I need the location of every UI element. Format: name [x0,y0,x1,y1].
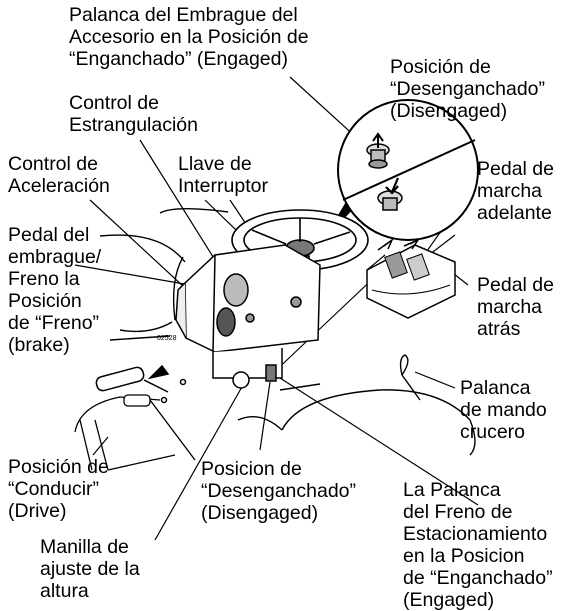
label-line: Accesorio en la Posición de [69,26,309,48]
label-line: Manilla de [40,536,129,558]
label-choke-control: Control de Estrangulación [69,92,198,136]
reverse-pedal-icon [406,253,430,281]
label-line: Pedal de [477,158,554,180]
label-line: (Drive) [8,500,67,522]
label-line: Posición [8,290,82,312]
forward-pedal-icon [384,251,408,279]
label-line: ajuste de la [40,558,140,580]
label-line: de mando [460,399,547,421]
label-line: Control de [8,153,98,175]
height-adjust-knob-icon [232,371,250,389]
label-reverse-pedal: Pedal de marcha atrás [477,274,554,340]
label-line: Posición de [8,456,109,478]
label-line: Aceleración [8,175,110,197]
label-line: altura [40,580,89,602]
choke-knob-icon [223,273,249,307]
label-line: Control de [69,92,159,114]
label-line: crucero [460,421,526,443]
label-ignition-key: Llave de Interruptor [178,153,268,197]
label-line: (Disengaged) [390,100,508,122]
label-forward-pedal: Pedal de marcha adelante [477,158,554,224]
label-line: Pedal del [8,224,90,246]
clutch-brake-lever [95,364,187,404]
label-throttle-control: Control de Aceleración [8,153,110,197]
label-line: (Disengaged) [201,502,319,524]
label-line: Estacionamiento [403,523,548,545]
label-line: Palanca del Embrague del [69,4,298,26]
knob-disengaged-icon [377,177,403,211]
label-line: “Desenganchado” [390,78,546,100]
label-clutch-brake-pedal: Pedal del embrague/ Freno la Posición de… [8,224,101,356]
label-line: (Engaged) [403,589,495,611]
label-line: Posicion de [201,458,302,480]
label-line: en la Posicion [403,545,525,567]
ignition-key-icon [290,296,302,308]
label-line: (brake) [8,334,70,356]
label-accessory-clutch-lever: Palanca del Embrague del Accesorio en la… [69,4,309,70]
label-disengaged-position-top: Posición de “Desenganchado” (Disengaged) [390,56,545,122]
label-disengaged-position-bottom: Posicion de “Desenganchado” (Disengaged) [201,458,356,524]
label-height-adjust-handle: Manilla de ajuste de la altura [40,536,140,602]
part-number: 02528 [157,335,177,342]
label-line: La Palanca [403,479,501,501]
knob-inset-circle [322,99,479,242]
tractor-body [99,208,476,456]
label-line: Palanca [460,377,531,399]
frame-rails [74,394,196,471]
pedal-inset [366,237,456,319]
label-line: adelante [477,202,552,224]
parking-brake-lever-icon [265,364,277,382]
throttle-knob-icon [216,307,236,337]
label-line: Posición de [390,56,491,78]
label-cruise-control-lever: Palanca de mando crucero [460,377,547,443]
dashboard-console [175,244,321,389]
label-line: marcha [477,180,543,202]
label-line: Pedal de [477,274,554,296]
label-line: del Freno de [403,501,513,523]
label-line: Interruptor [178,175,268,197]
label-line: Estrangulación [69,114,198,136]
label-parking-brake-lever: La Palanca del Freno de Estacionamiento … [403,479,553,611]
label-line: de “Enganchado” [403,567,553,589]
knob-engaged-icon [366,132,390,169]
label-drive-position: Posición de “Conducir” (Drive) [8,456,109,522]
label-line: “Conducir” [8,478,100,500]
label-line: “Desenganchado” [201,480,357,502]
label-line: marcha [477,296,543,318]
label-line: embrague/ [8,246,102,268]
label-line: atrás [477,318,521,340]
label-line: Llave de [178,153,252,175]
label-line: de “Freno” [8,312,100,334]
label-line: “Enganchado” (Engaged) [69,48,288,70]
label-line: Freno la [8,268,80,290]
